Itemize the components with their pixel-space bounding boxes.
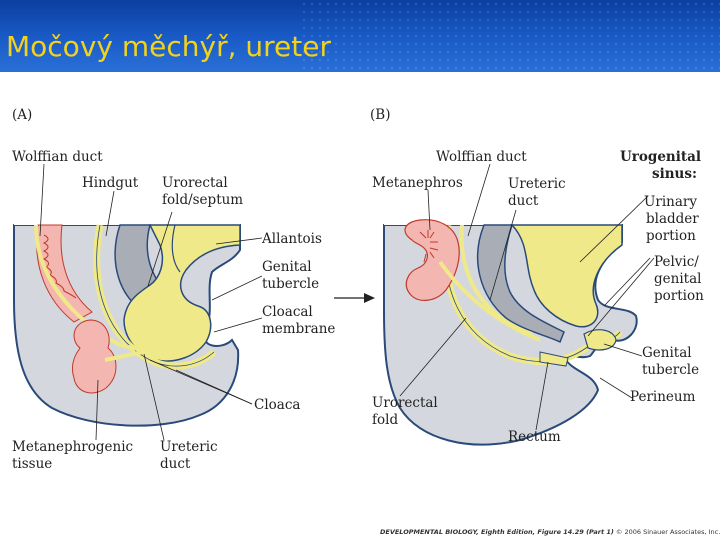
caption-credit: © 2006 Sinauer Associates, Inc.: [615, 528, 720, 536]
caption-book: DEVELOPMENTAL BIOLOGY, Eighth Edition, F…: [380, 528, 614, 536]
label-pelvic-3: portion: [654, 288, 704, 304]
label-urinary-1: Urinary: [644, 194, 697, 210]
label-urorectal-a-2: fold/septum: [162, 192, 243, 208]
label-metanephrogenic-2: tissue: [12, 456, 52, 472]
label-wolffian-duct-a: Wolffian duct: [12, 149, 103, 165]
label-ureteric-a-1: Ureteric: [160, 439, 218, 455]
label-urorectal-b-2: fold: [372, 412, 398, 428]
label-perineum: Perineum: [630, 389, 696, 405]
label-cloaca: Cloaca: [254, 397, 300, 413]
label-wolffian-duct-b: Wolffian duct: [436, 149, 527, 165]
panel-b-urinary-bladder: [510, 224, 623, 328]
panel-b: (B) Wolffian duct Metanephros Ureteric d…: [370, 107, 704, 446]
label-urorectal-b-1: Urorectal: [372, 395, 438, 411]
title-bar-pattern: [300, 0, 720, 72]
label-urogenital-sinus-1: Urogenital: [620, 149, 701, 165]
label-ureteric-a-2: duct: [160, 456, 191, 472]
panel-a: (A) Wolffian duct Hindgut Urorectal fold…: [12, 107, 335, 472]
panel-a-mesonephros: [36, 224, 93, 323]
label-genital-a-1: Genital: [262, 259, 312, 275]
panel-b-genital-tubercle: [583, 329, 617, 351]
label-cloacal-1: Cloacal: [262, 304, 313, 320]
label-urinary-2: bladder: [646, 211, 699, 227]
panel-a-tag: (A): [12, 107, 32, 123]
label-genital-b-2: tubercle: [642, 362, 699, 378]
panel-b-tag: (B): [370, 107, 390, 123]
label-pelvic-2: genital: [654, 271, 701, 287]
label-rectum: Rectum: [508, 429, 561, 445]
label-urogenital-sinus-2: sinus:: [652, 166, 697, 182]
panel-a-cloaca: [123, 224, 241, 362]
title-bar: [0, 0, 720, 72]
slide-title: Močový měchýř, ureter: [6, 30, 331, 63]
panel-b-metanephros: [404, 219, 460, 301]
label-metanephrogenic-1: Metanephrogenic: [12, 439, 133, 455]
label-ureteric-b-2: duct: [508, 193, 539, 209]
embryology-figure: (A) Wolffian duct Hindgut Urorectal fold…: [12, 107, 704, 472]
label-genital-a-2: tubercle: [262, 276, 319, 292]
label-ureteric-b-1: Ureteric: [508, 176, 566, 192]
label-urorectal-a-1: Urorectal: [162, 175, 228, 191]
panel-a-metanephrogenic-tissue: [71, 319, 117, 394]
transition-arrow: [334, 293, 375, 303]
label-cloacal-2: membrane: [262, 321, 335, 337]
label-genital-b-1: Genital: [642, 345, 692, 361]
label-hindgut: Hindgut: [82, 175, 139, 191]
label-metanephros: Metanephros: [372, 175, 463, 191]
panel-b-rectum: [476, 224, 565, 344]
label-pelvic-1: Pelvic/: [654, 254, 699, 270]
label-allantois: Allantois: [261, 231, 322, 247]
label-urinary-3: portion: [646, 228, 696, 244]
figure-caption: DEVELOPMENTAL BIOLOGY, Eighth Edition, F…: [380, 528, 720, 536]
